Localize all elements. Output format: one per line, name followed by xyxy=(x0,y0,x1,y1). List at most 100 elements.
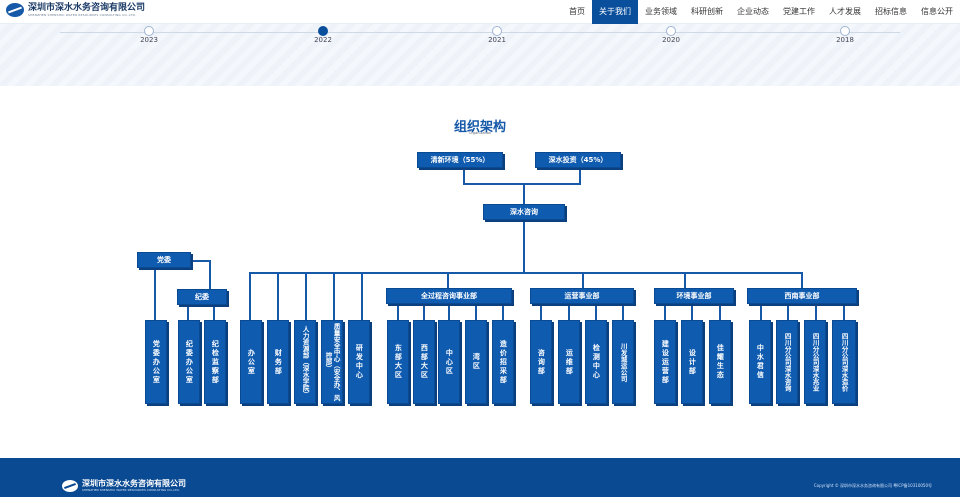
nav-business[interactable]: 业务领域 xyxy=(645,7,677,16)
org-dept: 咨询部 xyxy=(530,320,552,404)
connector-line xyxy=(582,272,584,288)
org-dept: 佳耀生态 xyxy=(709,320,731,404)
org-dept: 中心区 xyxy=(438,320,460,404)
connector-line xyxy=(213,305,215,320)
nav-bidding[interactable]: 招标信息 xyxy=(875,7,907,16)
connector-line xyxy=(305,272,307,320)
nav-home[interactable]: 首页 xyxy=(569,7,585,16)
footer-logo[interactable]: 深圳市深水水务咨询有限公司 SHENZHEN SHENSHUI WATER RE… xyxy=(62,479,186,492)
site-footer xyxy=(0,458,960,497)
org-dept: 纪检监察部 xyxy=(204,320,226,404)
timeline-dot-2018[interactable] xyxy=(840,26,850,36)
nav-research[interactable]: 科研创新 xyxy=(691,7,723,16)
nav-news[interactable]: 企业动态 xyxy=(737,7,769,16)
timeline-dot-2022[interactable] xyxy=(318,26,328,36)
connector-line xyxy=(502,304,504,320)
connector-line xyxy=(463,168,465,184)
org-dept: 四川分公司深水咨询 xyxy=(776,320,798,404)
connector-line xyxy=(333,272,335,320)
org-group: 运营事业部 xyxy=(530,288,634,304)
org-shareholder: 深水投资（45%） xyxy=(535,152,621,168)
connector-line xyxy=(664,304,666,320)
org-dept: 研发中心 xyxy=(348,320,370,404)
footer-copyright: Copyright © 深圳市深水水务咨询有限公司 粤ICP备10310050号 xyxy=(813,483,932,488)
org-dept: 东部大区 xyxy=(387,320,409,404)
connector-line xyxy=(423,304,425,320)
nav-party[interactable]: 党建工作 xyxy=(783,7,815,16)
org-company: 深水咨询 xyxy=(483,204,565,220)
org-dept: 党委办公室 xyxy=(145,320,167,404)
connector-line xyxy=(154,268,156,320)
timeline-year[interactable]: 2023 xyxy=(140,36,158,44)
site-header: 深圳市深水水务咨询有限公司 SHENZHEN SHENSHUI WATER RE… xyxy=(0,0,960,24)
timeline-year[interactable]: 2020 xyxy=(662,36,680,44)
connector-line xyxy=(760,304,762,320)
connector-line xyxy=(568,304,570,320)
timeline-dot-2023[interactable] xyxy=(144,26,154,36)
company-name-en: SHENZHEN SHENSHUI WATER RESOURCES CONSUL… xyxy=(28,13,137,17)
connector-line xyxy=(801,272,803,288)
timeline-axis xyxy=(60,32,900,33)
logo-icon xyxy=(6,3,24,17)
connector-line xyxy=(579,168,581,184)
org-dept: 造价招采部 xyxy=(492,320,514,404)
org-dept: 湾区 xyxy=(465,320,487,404)
connector-line xyxy=(447,272,449,288)
org-dept: 质量安全中心（安全办、风控部） xyxy=(321,320,343,404)
connector-line xyxy=(523,183,525,204)
company-logo[interactable]: 深圳市深水水务咨询有限公司 SHENZHEN SHENSHUI WATER RE… xyxy=(6,3,145,17)
org-group: 环境事业部 xyxy=(654,288,734,304)
connector-line xyxy=(397,304,399,320)
org-group: 西南事业部 xyxy=(747,288,857,304)
org-group: 全过程咨询事业部 xyxy=(386,288,512,304)
org-dept: 办公室 xyxy=(240,320,262,404)
connector-line xyxy=(691,304,693,320)
footer-company-name-en: SHENZHEN SHENSHUI WATER RESOURCES CONSUL… xyxy=(82,488,180,492)
nav-disclosure[interactable]: 信息公开 xyxy=(921,7,953,16)
org-dept: 人力资源部（深水学院） xyxy=(294,320,316,404)
timeline-year[interactable]: 2018 xyxy=(836,36,854,44)
connector-line xyxy=(684,272,686,288)
connector-line xyxy=(361,272,363,320)
section-title: 组织架构 xyxy=(453,120,506,135)
nav-about[interactable]: 关于我们 xyxy=(592,0,638,24)
connector-line xyxy=(540,304,542,320)
org-dept: 川发城运公司 xyxy=(612,320,634,404)
footer-logo-icon xyxy=(62,479,78,492)
org-dept: 建设运营部 xyxy=(654,320,676,404)
connector-line xyxy=(843,304,845,320)
connector-line xyxy=(523,220,525,273)
org-dept: 四川分公司深水造价 xyxy=(832,320,856,404)
connector-line xyxy=(277,272,279,320)
org-dept: 四川分公司深水兆业 xyxy=(804,320,826,404)
history-timeline: 2023 2022 2021 2020 2018 xyxy=(0,24,960,86)
section-subtitle: Organization xyxy=(468,131,492,135)
company-name: 深圳市深水水务咨询有限公司 xyxy=(28,3,146,13)
connector-line xyxy=(249,272,803,274)
connector-line xyxy=(475,304,477,320)
nav-talent[interactable]: 人才发展 xyxy=(829,7,861,16)
connector-line xyxy=(719,304,721,320)
timeline-dot-2020[interactable] xyxy=(666,26,676,36)
org-party-committee: 党委 xyxy=(137,252,191,268)
timeline-dot-2021[interactable] xyxy=(492,26,502,36)
connector-line xyxy=(187,305,189,320)
connector-line xyxy=(191,260,211,262)
connector-line xyxy=(787,304,789,320)
org-dept: 中水君信 xyxy=(749,320,771,404)
main-nav: 首页 关于我们 业务领域 科研创新 企业动态 党建工作 人才发展 招标信息 信息… xyxy=(562,0,960,24)
timeline-year[interactable]: 2021 xyxy=(488,36,506,44)
timeline-year[interactable]: 2022 xyxy=(314,36,332,44)
connector-line xyxy=(448,304,450,320)
org-dept: 运维部 xyxy=(558,320,580,404)
connector-line xyxy=(463,183,581,185)
org-shareholder: 清新环境（55%） xyxy=(417,152,503,168)
org-dept: 设计部 xyxy=(681,320,703,404)
org-discipline-committee: 纪委 xyxy=(177,289,227,305)
org-dept: 财务部 xyxy=(267,320,289,404)
org-dept: 检测中心 xyxy=(585,320,607,404)
connector-line xyxy=(622,304,624,320)
connector-line xyxy=(815,304,817,320)
footer-company-name: 深圳市深水水务咨询有限公司 xyxy=(82,479,186,488)
connector-line xyxy=(249,272,251,320)
